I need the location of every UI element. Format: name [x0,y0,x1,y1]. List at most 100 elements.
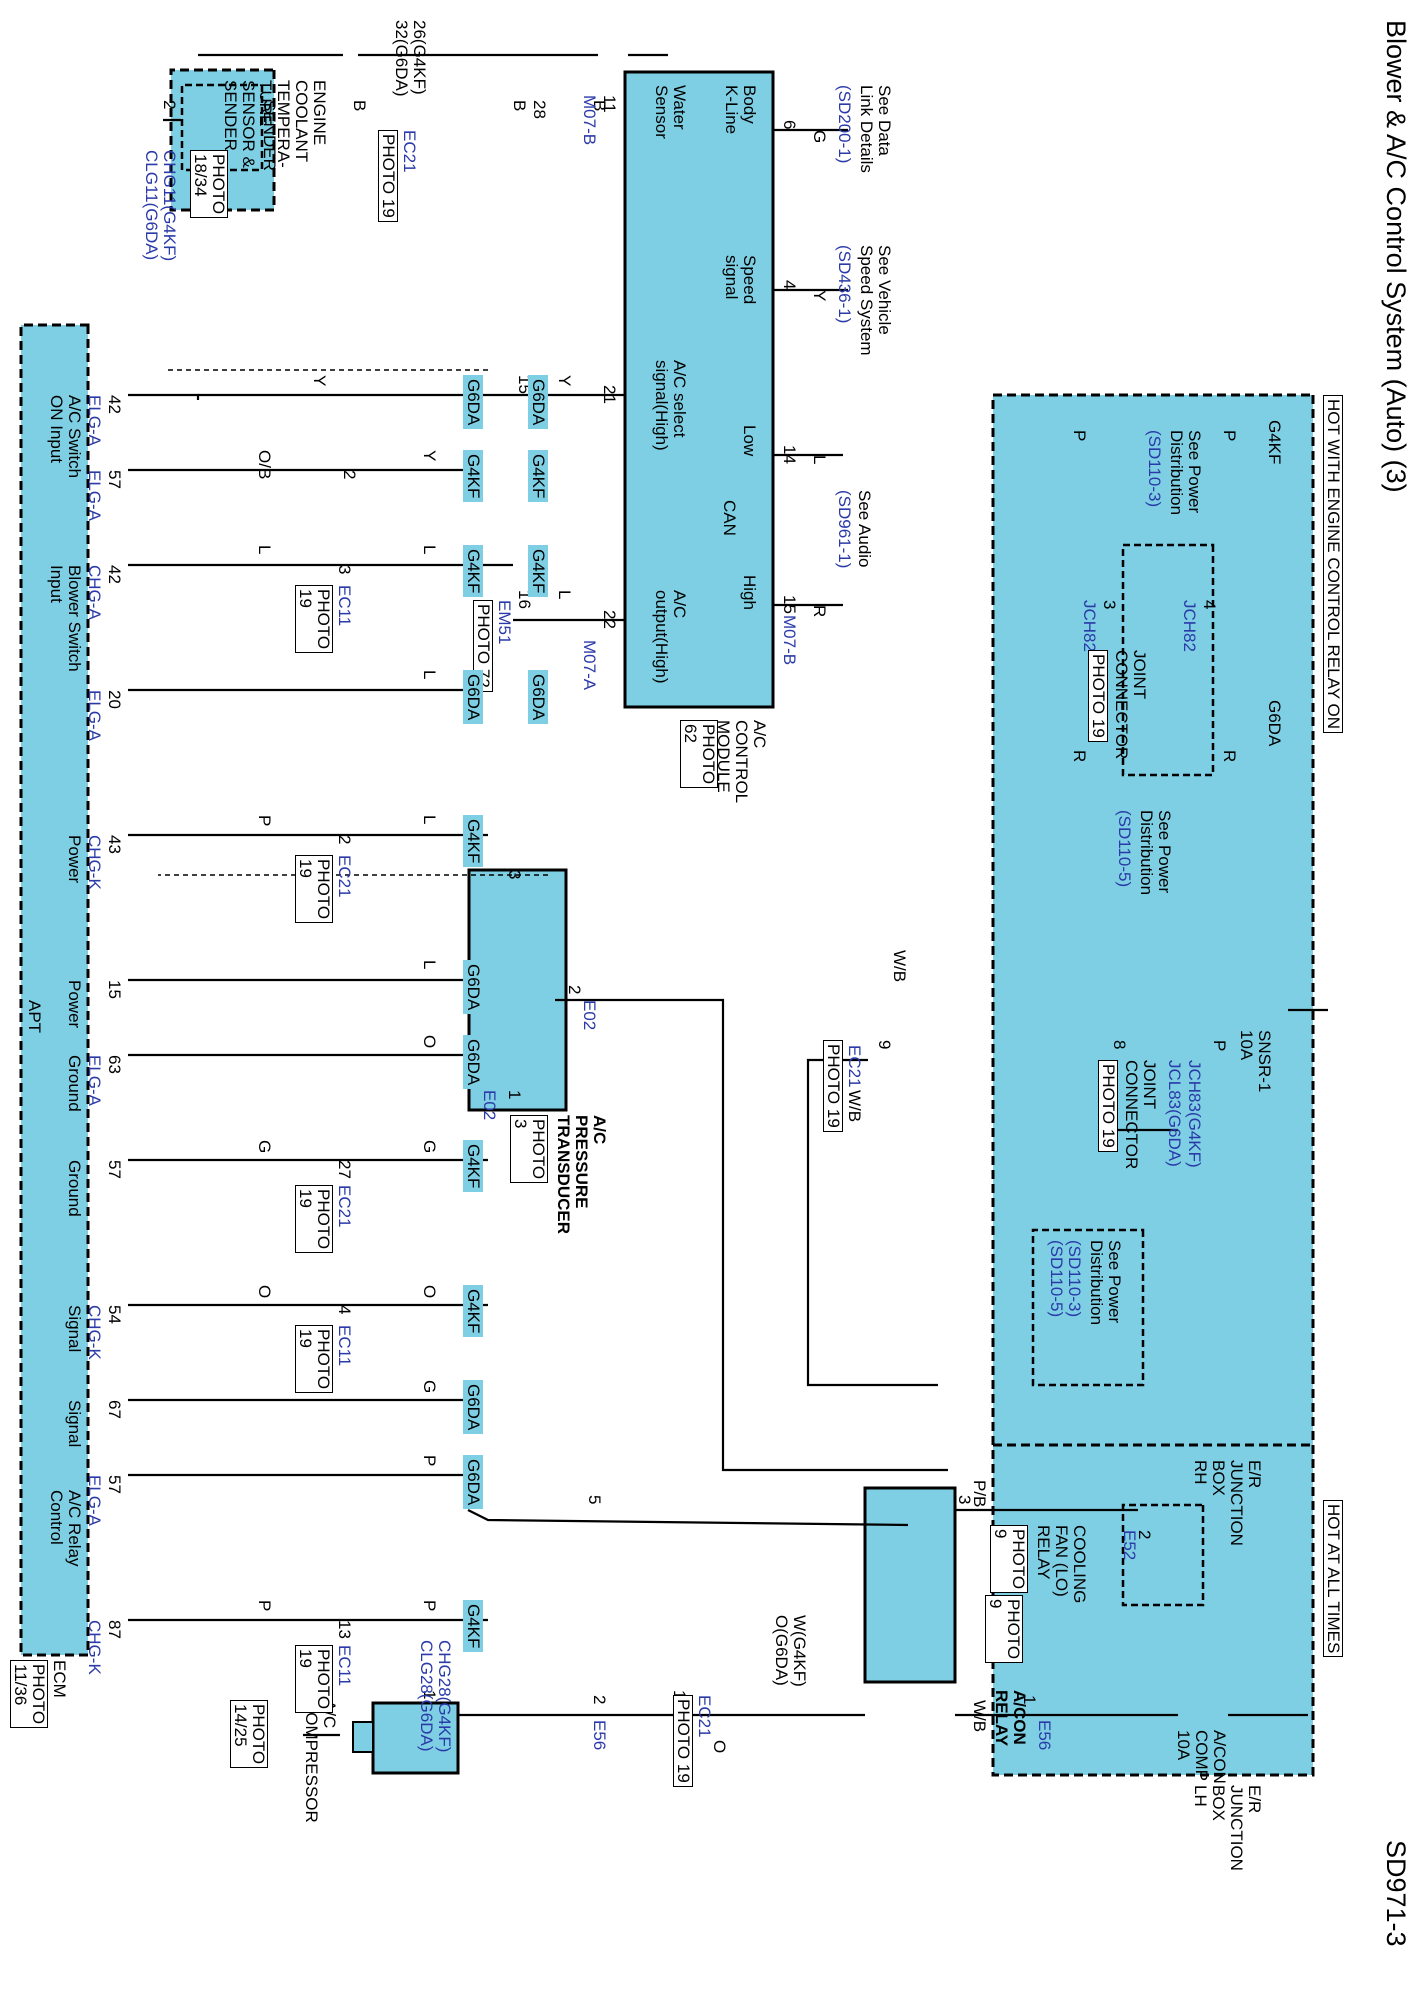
transducer-e02-2: E02 [480,1090,499,1121]
ecm-row-4-conn: ELG-A [85,690,104,742]
em51-connector: EM51 [495,600,514,645]
acm-pin14: 14 [780,445,799,464]
acm-pin11: 11 [600,95,619,113]
ecm-row-12-wire-right: P [420,1600,439,1612]
ecm-row-6-wire-right: L [420,960,439,970]
ecm-row-12-conn: CHG-K [85,1620,104,1675]
ejb-tag-g4kf: G4KF [1265,420,1284,465]
ecm-row-5-ec-photo: PHOTO 19 [295,855,333,924]
ecm-section-2: Blower Switch Input [47,565,84,672]
acm-pin21: 21 [600,385,619,404]
cooling-fan-relay-photo: PHOTO 9 [990,1525,1028,1594]
ecm-row-5-wire-left: P [255,815,274,827]
ecm-row-5-pin: 43 [105,835,124,854]
ecm-section-6: Ground [65,1160,84,1217]
transducer-e02-1: E02 [580,1000,599,1031]
power-dist-2-ref: (SD110-5) [1115,810,1134,888]
ecm-row-9-ec-photo: PHOTO 19 [295,1325,333,1394]
transducer-pin1: 1 [505,1090,524,1100]
acm-wire-y: Y [810,290,829,302]
acm-label: A/C CONTROL MODULE [714,720,769,804]
ecm-row-8-pin: 57 [105,1160,124,1179]
acm-wire-r: R [810,605,829,618]
acm-can-high: High [740,575,759,610]
joint-photo: PHOTO 19 [1088,650,1108,742]
upper-tag-g4kf-2: G4KF [528,545,548,598]
ecm-row-10-wire-right: G [420,1380,439,1394]
ec21-o-photo: PHOTO 19 [673,1695,693,1787]
jch82-pin4: 4 [1200,600,1219,610]
ec21-wb-photo: PHOTO 19 [823,1040,843,1132]
ecm-row-8-wire-right: G [420,1140,439,1154]
wire-r-2: R [1070,750,1089,763]
ejb-rh-label: E/R JUNCTION BOX RH [1191,1460,1264,1546]
ecm-row-4-tag: G6DA [463,670,483,725]
ecm-row-2-wire-right: Y [420,450,439,462]
ecm-row-8-tag: G4KF [463,1140,483,1193]
see-audio-ref: (SD961-1) [835,490,854,569]
page-title: Blower & A/C Control System (Auto) (3) [1381,20,1411,493]
ec21-wb-wire-out: W/B [845,1090,864,1123]
hot-at-all-times-label: HOT AT ALL TIMES [1323,1500,1343,1658]
ecm-row-1-conn: ELG-A [85,395,104,447]
em51-wire-l: L [555,590,574,600]
acm-wire-l: L [810,455,829,465]
ejb-rh-box [991,393,1315,1462]
ecm-row-3-ec-photo: PHOTO 19 [295,585,333,654]
acm-m07b-1: M07-B [580,95,599,146]
ecm-row-12-wire-left: P [255,1600,274,1612]
compressor-connector: CHG28(G4KF) CLG28(G6DA) [417,1640,454,1753]
ecm-section-5: Ground [65,1055,84,1112]
ecm-row-9-wire-left: O [255,1285,274,1299]
ejb-lh-label: E/R JUNCTION BOX LH [1191,1785,1264,1871]
ecm-row-11-tag: G6DA [463,1455,483,1510]
jch82-left: JCH82 [1080,600,1099,652]
see-speed: See Vehicle Speed System [857,245,894,356]
ec21-wb-wire-in: W/B [890,950,909,983]
ecm-row-9-ec: EC11 [335,1325,354,1367]
ecm-row-3-ec-pin: 3 [335,565,354,575]
ecm-section-4: Power [65,980,84,1029]
ecm-row-1-pin: 42 [105,395,124,414]
wire-row-1 [128,393,200,400]
compressor-photo: PHOTO 14/25 [230,1700,268,1769]
transducer-pin2: 2 [565,985,584,995]
ecm-section-8: Signal [65,1400,84,1448]
ecm-row-3-pin: 42 [105,565,124,584]
see-data-link-ref: (SD200-1) [835,85,854,164]
ecm-section-9: A/C Relay Control [47,1490,84,1567]
relay-pin-5: 5 [585,1495,604,1505]
sender-wire-b1: B [350,100,369,112]
acm-water-sensor: Water Sensor [652,85,689,139]
transducer-photo: PHOTO 3 [510,1115,548,1184]
acon-comp-fuse-label: A/CON COMP 10A [1174,1730,1229,1784]
ecm-row-2-pin: 57 [105,470,124,489]
power-dist-3-ref: (SD110-3) (SD110-5) [1047,1240,1084,1318]
acm-body-kline: Body K-Line [722,85,759,135]
ecm-row-5-tag: G4KF [463,815,483,868]
cooling-fan-relay-dashed [1121,1503,1205,1607]
sender-photo: PHOTO 18/34 [190,150,228,219]
joint-connector-2-label: JOINT CONNECTOR [1122,1060,1159,1170]
ecm-section-7: Signal [65,1305,84,1353]
ecm-row-2-ec-pin: 2 [340,470,359,480]
compressor-wire: W(G4KF) O(G6DA) [772,1615,809,1687]
e56-2: E56 [590,1720,609,1751]
ecm-apt: APT [25,1000,44,1034]
wire-r-1: R [1220,750,1239,763]
ecm-row-3-tag: G4KF [463,545,483,598]
ecm-row-3-ec: EC11 [335,585,354,627]
ecm-row-11-pin: 57 [105,1475,124,1494]
ecm-section-1: A/C Switch ON Input [47,395,84,479]
page-code: SD971-3 [1381,1840,1411,1947]
ecm-row-3-conn: CHG-A [85,565,104,620]
ecm-label: ECM [50,1660,69,1698]
power-dist-dashed [1031,1228,1145,1387]
acon-relay-photo: PHOTO 9 [985,1595,1023,1664]
ecm-row-8-ec: EC21 [335,1185,354,1228]
ecm-row-9-wire-right: O [420,1285,439,1299]
ecm-row-7-wire-right: O [420,1035,439,1049]
fan-relay-pin-2: 2 [1135,1530,1154,1540]
ecm-row-8-ec-pin: 27 [335,1160,354,1179]
